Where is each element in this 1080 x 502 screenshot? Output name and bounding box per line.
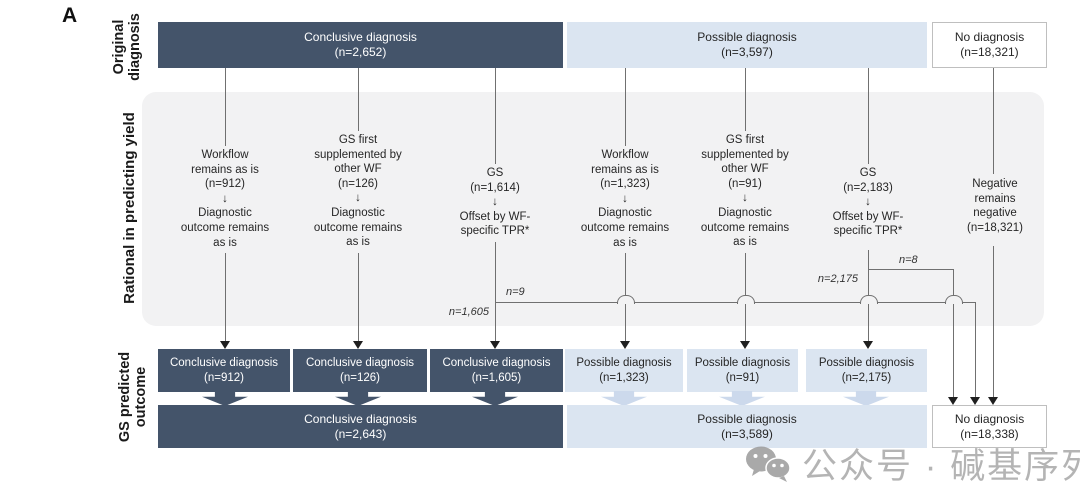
rationale-column-gs-conclusive: GS (n=1,614) ↓ Offset by WF- specific TP… [459,167,531,238]
connector-line [745,68,746,131]
connector-line-n8-branch [953,269,954,398]
block-arrow-down [719,391,765,406]
predicted-box-conclusive-912: Conclusive diagnosis (n=912) [158,349,290,392]
summary-box-no-diagnosis: No diagnosis (n=18,338) [932,405,1047,448]
line-hop [617,295,635,304]
rationale-column-gs-first-possible: GS first supplemented by other WF (n=91)… [700,134,790,249]
connector-line [358,253,359,341]
connector-line [625,68,626,146]
line-hop [945,295,963,304]
connector-line [495,68,496,164]
connector-line [358,68,359,131]
flow-label-n9: n=9 [506,286,525,298]
rationale-column-gs-possible: GS (n=2,183) ↓ Offset by WF- specific TP… [832,167,904,238]
rationale-column-workflow-possible: Workflow remains as is (n=1,323) ↓ Diagn… [580,149,670,249]
figure-label: A [62,4,78,27]
watermark: 公众号 · 碱基序列 [744,438,1080,489]
line-hop [860,295,878,304]
arrowhead [353,341,363,349]
predicted-box-possible-91: Possible diagnosis (n=91) [687,349,798,392]
connector-line-negative [993,246,994,398]
arrowhead [863,341,873,349]
block-arrow-down [601,391,647,406]
predicted-box-possible-2175: Possible diagnosis (n=2,175) [806,349,927,392]
top-box-conclusive-diagnosis: Conclusive diagnosis (n=2,652) [158,22,563,68]
rationale-column-gs-first-conclusive: GS first supplemented by other WF (n=126… [313,134,403,249]
branch-line-n9 [495,302,975,303]
rationale-column-workflow-conclusive: Workflow remains as is (n=912) ↓ Diagnos… [180,149,270,249]
connector-line [225,68,226,146]
arrowhead [620,341,630,349]
summary-box-possible: Possible diagnosis (n=3,589) [567,405,927,448]
flow-label-n1605: n=1,605 [448,306,489,318]
arrowhead [948,397,958,405]
flow-label-n2175: n=2,175 [817,273,858,285]
watermark-text: 公众号 · 碱基序列 [802,447,1080,486]
flow-label-n8: n=8 [899,254,918,266]
rationale-panel [142,92,1044,326]
wechat-icon [746,446,791,482]
predicted-box-possible-1323: Possible diagnosis (n=1,323) [565,349,683,392]
top-box-no-diagnosis: No diagnosis (n=18,321) [932,22,1047,68]
top-box-possible-diagnosis: Possible diagnosis (n=3,597) [567,22,927,68]
predicted-box-conclusive-1605: Conclusive diagnosis (n=1,605) [430,349,563,392]
row-label-original-diagnosis: Original diagnosis [111,13,143,81]
branch-line-n8 [868,269,953,270]
row-label-gs-predicted-outcome: GS predicted outcome [117,351,149,443]
predicted-box-conclusive-126: Conclusive diagnosis (n=126) [293,349,427,392]
connector-line [868,68,869,164]
block-arrow-down [335,391,381,406]
arrowhead [970,397,980,405]
rationale-column-negative: Negative remains negative (n=18,321) [967,178,1023,234]
line-hop [737,295,755,304]
summary-box-conclusive: Conclusive diagnosis (n=2,643) [158,405,563,448]
block-arrow-down [202,391,248,406]
block-arrow-down [472,391,518,406]
row-label-rational: Rational in predicting yield [121,112,138,304]
connector-line [225,253,226,341]
connector-line-n9-branch [975,302,976,398]
arrowhead [988,397,998,405]
connector-line [993,68,994,174]
arrowhead [490,341,500,349]
arrowhead [220,341,230,349]
block-arrow-down [843,391,889,406]
arrowhead [740,341,750,349]
connector-line [495,242,496,341]
